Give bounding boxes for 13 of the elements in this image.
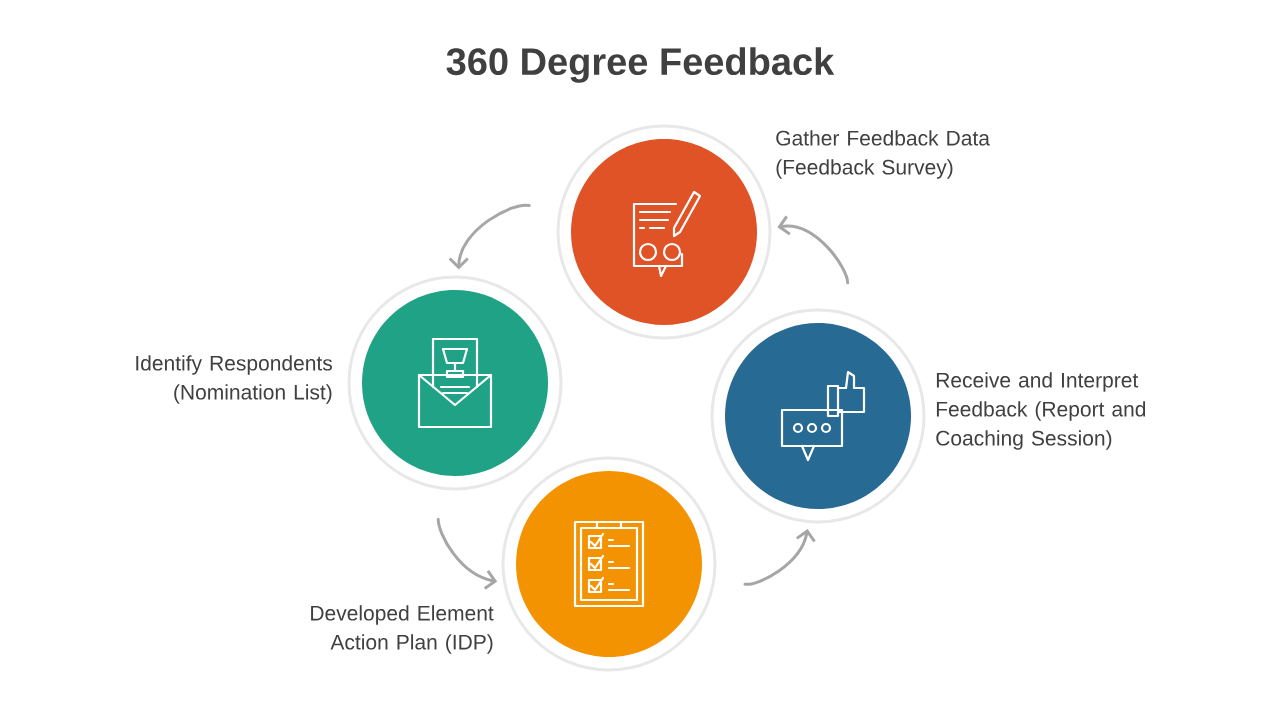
step-label: Gather Feedback Data (Feedback Survey) [776, 130, 990, 179]
arrow [448, 203, 531, 270]
step-label: Developed Element Action Plan (IDP) [311, 605, 494, 654]
arrow [743, 529, 816, 586]
step-label: Identify Respondents (Nomination List) [136, 355, 332, 404]
title: 360 Degree Feedback [446, 47, 835, 83]
step-circle [710, 308, 926, 524]
step-label: Receive and Interpret Feedback (Report and Coaching Session) [936, 372, 1146, 450]
step-circle [347, 275, 563, 491]
arrow [436, 517, 498, 590]
step-circle [556, 124, 772, 340]
arrow [777, 215, 850, 285]
step-circle [501, 456, 717, 672]
